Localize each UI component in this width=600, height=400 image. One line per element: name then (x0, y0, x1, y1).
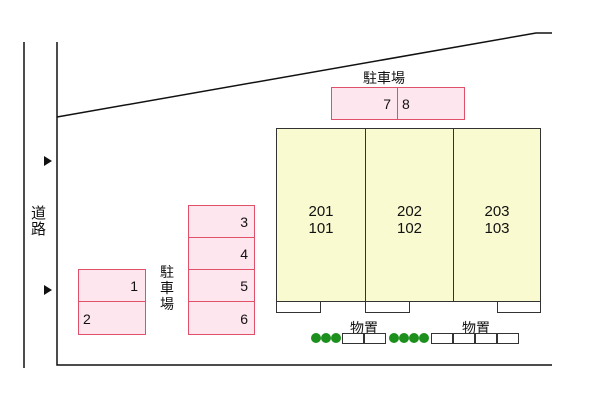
parking-space-5: 5 (188, 269, 255, 302)
parking-space-7: 7 (331, 87, 398, 120)
storage-label: 物置 (462, 320, 490, 336)
parking-space-number: 8 (402, 96, 410, 112)
parking-space-number: 4 (240, 246, 248, 262)
parking-space-number: 7 (383, 96, 391, 112)
unit-upper-number: 201 (308, 203, 334, 220)
storage-shed (431, 333, 453, 344)
unit-numbers: 203 103 (454, 203, 540, 238)
parking-label-top: 駐車場 (363, 70, 405, 86)
storage-shed (453, 333, 475, 344)
unit-numbers: 201 101 (277, 203, 365, 238)
parking-space-8: 8 (397, 87, 465, 120)
entrance-arrow-icon (44, 285, 52, 295)
entrance-arrow-icon (44, 156, 52, 166)
parking-label-char: 車 (160, 280, 174, 297)
unit-numbers: 202 102 (366, 203, 453, 238)
lot-boundary (56, 42, 552, 366)
parking-label-vertical: 駐 車 場 (159, 264, 175, 312)
shrub-icon (321, 333, 331, 343)
storage-shed (497, 333, 519, 344)
unit-lower-number: 103 (484, 220, 510, 238)
entry-step (276, 301, 321, 313)
road-label-bottom: 路 (31, 221, 47, 238)
parking-space-number: 2 (83, 311, 91, 327)
shrub-icon (419, 333, 429, 343)
building-unit: 203 103 (453, 128, 541, 302)
shrub-icon (331, 333, 341, 343)
parking-label-char: 場 (160, 296, 174, 313)
building-unit: 202 102 (365, 128, 454, 302)
unit-upper-number: 202 (396, 203, 423, 220)
shrub-icon (389, 333, 399, 343)
shrub-icon (399, 333, 409, 343)
entry-step (365, 301, 410, 313)
road-label-top: 道 (31, 205, 47, 222)
parking-space-3: 3 (188, 205, 255, 238)
storage-shed (364, 333, 386, 344)
parking-space-number: 1 (130, 278, 138, 294)
shrub-icon (409, 333, 419, 343)
lot-boundary-top (56, 32, 552, 118)
parking-space-number: 3 (240, 214, 248, 230)
parking-label-char: 駐 (160, 264, 174, 280)
parking-space-4: 4 (188, 237, 255, 270)
storage-shed (475, 333, 497, 344)
unit-upper-number: 203 (484, 203, 510, 220)
shrub-icon (311, 333, 321, 343)
parking-space-number: 6 (240, 311, 248, 327)
parking-space-number: 5 (240, 278, 248, 294)
parking-space-2: 2 (78, 301, 146, 335)
building-unit: 201 101 (276, 128, 366, 302)
storage-shed (342, 333, 364, 344)
unit-lower-number: 102 (396, 220, 423, 238)
storage-label: 物置 (350, 320, 378, 336)
entry-step (497, 301, 541, 313)
parking-space-6: 6 (188, 301, 255, 335)
unit-lower-number: 101 (308, 220, 334, 238)
parking-space-1: 1 (78, 269, 146, 302)
